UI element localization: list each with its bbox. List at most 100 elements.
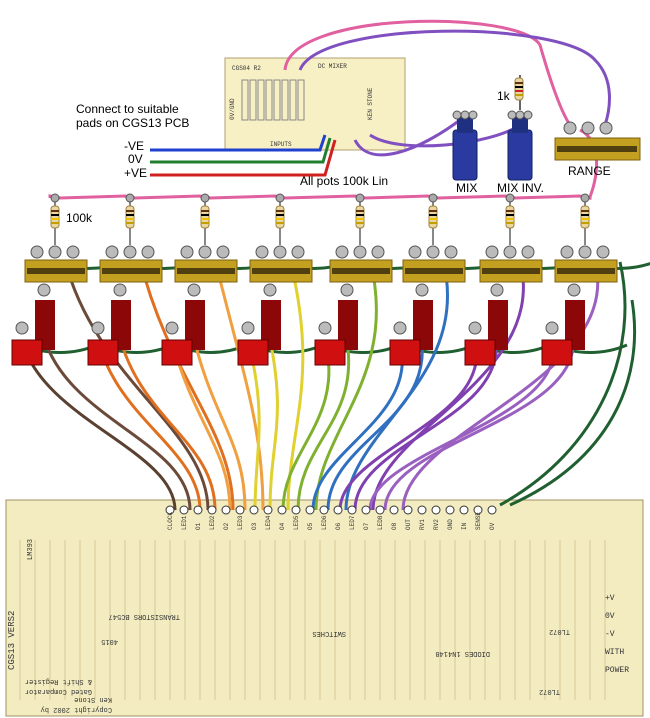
pot-5 xyxy=(329,245,393,283)
pot-2 xyxy=(99,245,163,283)
solder-joint xyxy=(50,193,60,203)
pad-label: LED3 xyxy=(237,515,244,530)
chip-lm393: LM393 xyxy=(27,539,35,560)
jack-lug xyxy=(567,283,581,297)
jack-6 xyxy=(389,283,433,366)
jack-lug xyxy=(113,283,127,297)
pad-label: O3 xyxy=(251,522,258,530)
jack-1 xyxy=(11,283,55,366)
pad xyxy=(487,505,497,515)
jack-lug xyxy=(165,321,179,335)
knob-lug xyxy=(523,110,533,120)
knob-lug xyxy=(460,110,470,120)
mixer-side-label: 0V/GND xyxy=(229,98,236,120)
mixer-resistor xyxy=(289,79,297,121)
jack-lug xyxy=(415,283,429,297)
channel-wire-4-c xyxy=(246,339,261,511)
resistor-1k-label: 1k xyxy=(497,89,511,103)
pot-lug xyxy=(426,245,440,259)
pot-8 xyxy=(554,245,618,283)
pot-lug xyxy=(66,245,80,259)
pot-lug xyxy=(216,245,230,259)
pot-lug xyxy=(485,245,499,259)
channel-wire-1-b xyxy=(63,259,210,511)
pad-label: O7 xyxy=(363,522,370,530)
channel-wire-2-a xyxy=(116,329,217,511)
mixer-resistor xyxy=(265,79,273,121)
power-label: -V xyxy=(605,630,615,639)
channel-wire-3-a xyxy=(190,329,247,511)
main-pcb xyxy=(5,499,644,717)
resistor-100k-2 xyxy=(125,193,135,245)
channel-wire-1-c xyxy=(20,339,177,511)
mixer-resistor xyxy=(249,79,257,121)
power-label: WITH xyxy=(605,648,624,657)
pad-label: O8 xyxy=(391,522,398,530)
pad xyxy=(305,505,315,515)
pad xyxy=(193,505,203,515)
jack-lug xyxy=(468,321,482,335)
mix-inv-knob xyxy=(507,110,533,181)
pot-lug xyxy=(581,121,595,135)
pad xyxy=(333,505,343,515)
pad-label: LED2 xyxy=(209,515,216,530)
wire-pos-ve xyxy=(150,139,337,177)
transistors-label: TRANSISTORS BC547 xyxy=(109,612,180,620)
channel-wire-7-c xyxy=(338,339,479,511)
wire-purple-top xyxy=(298,29,611,126)
resistor-1k xyxy=(514,77,524,101)
wire-ground-main-2 xyxy=(509,299,637,507)
pot-range xyxy=(554,121,641,161)
connect-note-line1: Connect to suitable xyxy=(76,102,179,116)
main-pcb-title: CGS13 VERS2 xyxy=(7,611,17,670)
pad xyxy=(347,505,357,515)
pot-lug xyxy=(563,121,577,135)
pad-label: LED1 xyxy=(181,515,188,530)
pot-lug xyxy=(255,245,269,259)
channel-wire-6-c xyxy=(311,339,404,511)
channel-wire-8-c xyxy=(368,339,555,511)
pad xyxy=(319,505,329,515)
knob-lug xyxy=(515,110,525,120)
pad xyxy=(389,505,399,515)
pad xyxy=(277,505,287,515)
pad xyxy=(403,505,413,515)
mixer-author: KEN STONE xyxy=(367,87,374,120)
pot-lug xyxy=(123,245,137,259)
channel-wire-2-b xyxy=(138,259,235,511)
solder-joint xyxy=(125,193,135,203)
pot-lug xyxy=(353,245,367,259)
pot-lug xyxy=(521,245,535,259)
jack-lug xyxy=(490,283,504,297)
main-pcb-line3: Ken Stone xyxy=(74,695,112,703)
pad-label: LED7 xyxy=(349,515,356,530)
pots-note: All pots 100k Lin xyxy=(300,174,388,188)
pad xyxy=(417,505,427,515)
channel-wire-5-c xyxy=(281,339,331,511)
wire-pink-top xyxy=(283,19,572,126)
solder-joint xyxy=(580,193,590,203)
pot-lug xyxy=(273,245,287,259)
pot-lug xyxy=(291,245,305,259)
resistor-100k-8 xyxy=(580,193,590,245)
pad-label: O2 xyxy=(223,522,230,530)
chip-4015: 4015 xyxy=(101,637,118,645)
knob-lug xyxy=(452,110,462,120)
pot-4 xyxy=(249,245,313,283)
channel-wire-3-c xyxy=(170,339,232,511)
solder-joint xyxy=(428,193,438,203)
pad-label: OV xyxy=(489,522,496,530)
pad xyxy=(235,505,245,515)
jack-lug xyxy=(37,283,51,297)
jack-lug xyxy=(340,283,354,297)
channel-wire-5-b xyxy=(314,259,378,511)
channel-wire-7-b xyxy=(371,259,525,511)
resistor-100k-6 xyxy=(428,193,438,245)
solder-joint xyxy=(200,193,210,203)
pad xyxy=(291,505,301,515)
jack-lug xyxy=(318,321,332,335)
pot-lug xyxy=(503,245,517,259)
pad xyxy=(473,505,483,515)
resistor-100k-5 xyxy=(355,193,365,245)
pot-lug xyxy=(578,245,592,259)
